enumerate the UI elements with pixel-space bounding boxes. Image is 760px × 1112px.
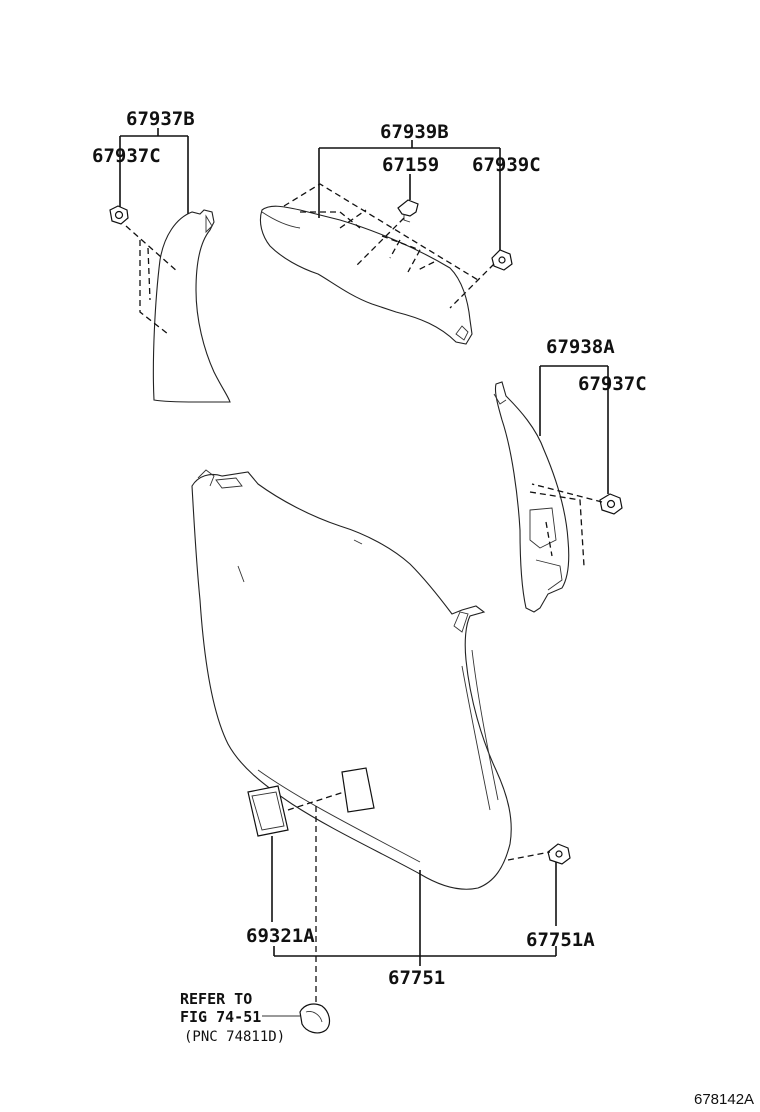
leader-67937b — [119, 128, 189, 214]
part-label-67938a[interactable]: 67938A — [546, 336, 615, 358]
leader-67938a — [539, 365, 609, 494]
reference-note-line2[interactable]: FIG 74-51 — [180, 1008, 261, 1026]
clip-67751a[interactable] — [547, 843, 571, 865]
part-label-67937c-left[interactable]: 67937C — [92, 145, 161, 167]
clip-67937c-left[interactable] — [109, 205, 129, 225]
part-label-69321a[interactable]: 69321A — [246, 925, 315, 947]
upper-back-trim-group: 67939B 67159 67939C — [259, 121, 541, 345]
clip-67159[interactable] — [397, 199, 419, 223]
reference-note-line3: (PNC 74811D) — [184, 1029, 285, 1045]
leader-67751 — [273, 870, 557, 966]
upper-back-door-trim-67939b[interactable] — [259, 205, 473, 345]
cover-pad-69321a[interactable] — [247, 785, 289, 837]
part-label-67159[interactable]: 67159 — [382, 154, 439, 176]
part-label-67939c[interactable]: 67939C — [472, 154, 541, 176]
pillar-trim-67938a[interactable] — [494, 381, 570, 613]
clip-67939c[interactable] — [491, 249, 513, 271]
right-pillar-trim-group: 67938A 67937C — [493, 336, 647, 613]
left-pillar-trim-group: 67937B 67937C — [92, 108, 231, 403]
clip-67937c-right[interactable] — [599, 493, 623, 515]
part-label-67751a[interactable]: 67751A — [526, 929, 595, 951]
reference-note-group: REFER TO FIG 74-51 (PNC 74811D) — [180, 990, 331, 1045]
pillar-trim-67937b[interactable] — [152, 209, 231, 403]
part-label-67937b[interactable]: 67937B — [126, 108, 195, 130]
back-door-trim-board-67751[interactable] — [191, 471, 512, 890]
cover-pad-upper[interactable] — [341, 767, 375, 813]
figure-id: 678142A — [694, 1091, 754, 1108]
part-label-67937c-right[interactable]: 67937C — [578, 373, 647, 395]
leader-67939b — [318, 140, 501, 250]
hole-plug-74811d[interactable] — [299, 1003, 331, 1034]
part-label-67939b[interactable]: 67939B — [380, 121, 449, 143]
reference-note-line1: REFER TO — [180, 990, 252, 1008]
part-label-67751[interactable]: 67751 — [388, 967, 445, 989]
back-door-trim-board-group: 69321A 67751A 67751 — [191, 469, 595, 1006]
